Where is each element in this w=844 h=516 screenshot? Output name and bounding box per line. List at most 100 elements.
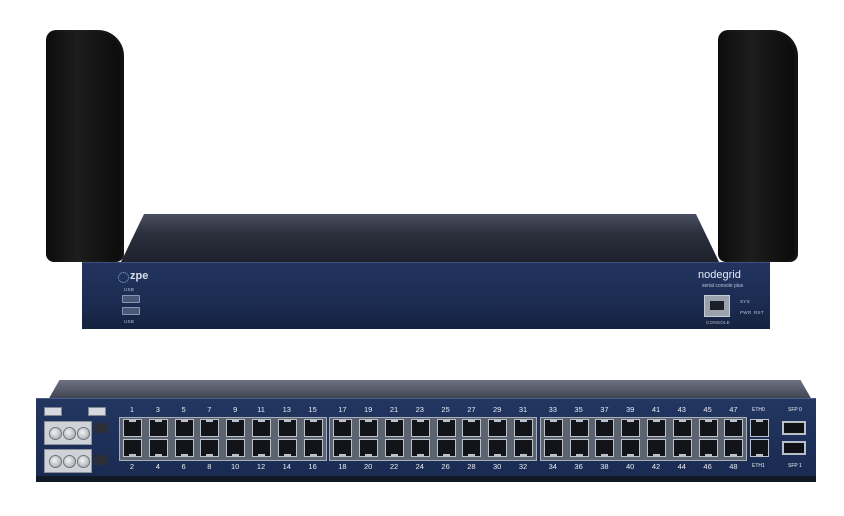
- pwr-led-label: PWR: [740, 310, 752, 315]
- eth1-port[interactable]: [750, 439, 769, 457]
- serial-port-38[interactable]: [595, 439, 615, 457]
- serial-port-36[interactable]: [569, 439, 589, 457]
- port-number-label: 41: [651, 405, 661, 414]
- terminal-screw-icon: [63, 427, 76, 440]
- serial-port-33[interactable]: [543, 419, 563, 437]
- serial-port-17[interactable]: [333, 419, 353, 437]
- serial-port-7[interactable]: [200, 419, 220, 437]
- port-number-label: 38: [600, 462, 609, 471]
- console-port[interactable]: [704, 295, 730, 317]
- serial-port-47[interactable]: [724, 419, 744, 437]
- product-name: nodegrid: [698, 269, 741, 281]
- serial-port-14[interactable]: [277, 439, 297, 457]
- chassis-top: [120, 214, 720, 264]
- serial-port-40[interactable]: [621, 439, 641, 457]
- serial-port-24[interactable]: [410, 439, 430, 457]
- port-number-label: 4: [155, 462, 160, 471]
- serial-port-28[interactable]: [462, 439, 482, 457]
- serial-port-19[interactable]: [359, 419, 379, 437]
- port-number-label: 30: [493, 462, 502, 471]
- port-number-label: 25: [441, 405, 450, 414]
- power-switch-2[interactable]: [88, 407, 106, 416]
- sfp1-port[interactable]: [782, 441, 806, 455]
- serial-port-30[interactable]: [488, 439, 508, 457]
- port-number-label: 27: [467, 405, 476, 414]
- port-number-label: 9: [233, 405, 238, 414]
- terminal-screw-icon: [49, 455, 62, 468]
- serial-port-9[interactable]: [226, 419, 246, 437]
- serial-port-35[interactable]: [569, 419, 589, 437]
- serial-port-45[interactable]: [698, 419, 718, 437]
- port-number-label: 28: [467, 462, 476, 471]
- serial-port-6[interactable]: [174, 439, 194, 457]
- serial-port-42[interactable]: [647, 439, 666, 457]
- dc-terminal-block-2: [44, 449, 92, 473]
- port-number-label: 8: [207, 462, 212, 471]
- serial-port-34[interactable]: [543, 439, 563, 457]
- serial-port-43[interactable]: [672, 419, 692, 437]
- serial-port-21[interactable]: [385, 419, 404, 437]
- serial-port-8[interactable]: [200, 439, 220, 457]
- serial-port-46[interactable]: [698, 439, 718, 457]
- port-number-label: 47: [729, 405, 738, 414]
- port-number-label: 15: [308, 405, 317, 414]
- port-number-label: 13: [282, 405, 291, 414]
- sfp0-port[interactable]: [782, 421, 806, 435]
- eth1-label: ETH1: [752, 463, 765, 469]
- port-number-label: 22: [389, 462, 399, 471]
- terminal-bracket-icon: [94, 455, 108, 465]
- front-panel: zpe USB USB nodegrid serial console plus…: [82, 262, 770, 329]
- usb-port-2[interactable]: [122, 307, 140, 315]
- terminal-screw-icon: [49, 427, 62, 440]
- port-number-label: 37: [600, 405, 609, 414]
- port-number-label: 11: [257, 405, 265, 414]
- serial-port-26[interactable]: [436, 439, 456, 457]
- serial-port-11[interactable]: [252, 419, 271, 437]
- serial-port-44[interactable]: [672, 439, 692, 457]
- serial-port-29[interactable]: [488, 419, 508, 437]
- serial-port-3[interactable]: [148, 419, 168, 437]
- product-subtitle: serial console plus: [702, 283, 744, 289]
- serial-port-48[interactable]: [724, 439, 744, 457]
- serial-port-15[interactable]: [303, 419, 323, 437]
- serial-port-37[interactable]: [595, 419, 615, 437]
- serial-port-32[interactable]: [514, 439, 533, 457]
- serial-port-23[interactable]: [410, 419, 430, 437]
- eth0-port[interactable]: [750, 419, 769, 437]
- port-number-label: 5: [181, 405, 186, 414]
- serial-port-25[interactable]: [436, 419, 456, 437]
- serial-port-18[interactable]: [333, 439, 353, 457]
- serial-port-2[interactable]: [123, 439, 142, 457]
- brand-logo: zpe: [130, 270, 149, 282]
- port-number-label: 21: [389, 405, 399, 414]
- port-number-label: 24: [415, 462, 424, 471]
- serial-port-22[interactable]: [385, 439, 404, 457]
- rear-chassis-bottom: [36, 476, 816, 482]
- sfp0-label: SFP 0: [788, 407, 802, 413]
- port-number-label: 20: [364, 462, 373, 471]
- terminal-screw-icon: [77, 427, 90, 440]
- port-number-label: 40: [626, 462, 635, 471]
- terminal-screw-icon: [77, 455, 90, 468]
- port-number-label: 43: [677, 405, 686, 414]
- serial-port-4[interactable]: [148, 439, 168, 457]
- usb-port-1[interactable]: [122, 295, 140, 303]
- serial-port-27[interactable]: [462, 419, 482, 437]
- serial-port-31[interactable]: [514, 419, 533, 437]
- serial-port-20[interactable]: [359, 439, 379, 457]
- serial-port-1[interactable]: [123, 419, 142, 437]
- port-number-label: 2: [129, 462, 135, 471]
- port-number-label: 44: [677, 462, 686, 471]
- serial-port-41[interactable]: [647, 419, 666, 437]
- serial-port-39[interactable]: [621, 419, 641, 437]
- serial-port-16[interactable]: [303, 439, 323, 457]
- serial-port-10[interactable]: [226, 439, 246, 457]
- dc-terminal-block-1: [44, 421, 92, 445]
- serial-port-5[interactable]: [174, 419, 194, 437]
- serial-port-13[interactable]: [277, 419, 297, 437]
- port-number-label: 35: [574, 405, 583, 414]
- serial-port-12[interactable]: [252, 439, 271, 457]
- power-switch-1[interactable]: [44, 407, 62, 416]
- port-number-label: 34: [548, 462, 557, 471]
